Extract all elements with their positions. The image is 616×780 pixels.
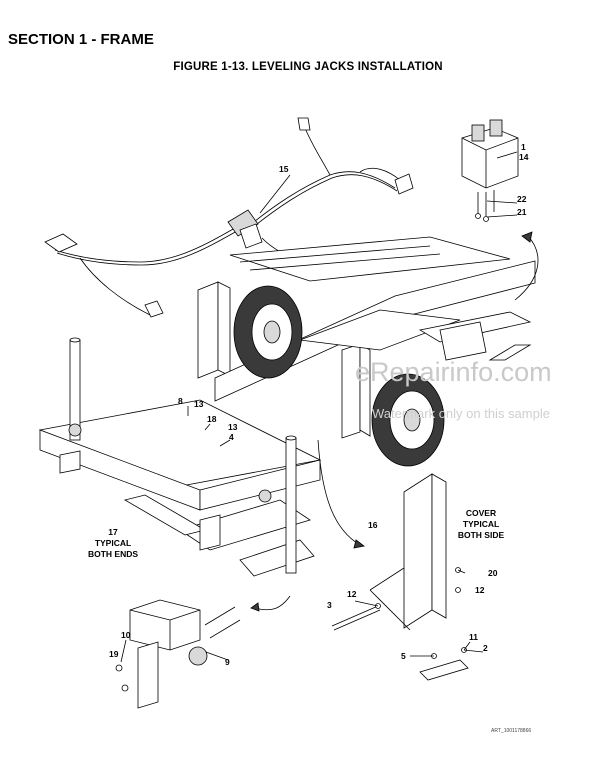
watermark-notice: Watermark only on this sample [372, 406, 550, 421]
callout-3: 3 [327, 600, 332, 610]
bracket-hardware [331, 567, 469, 681]
callout-17: 17 [108, 527, 118, 537]
frame-assembly [197, 236, 536, 439]
callout-2: 2 [483, 643, 488, 653]
section-title: SECTION 1 - FRAME [8, 31, 154, 48]
callout-22: 22 [517, 194, 527, 204]
callout-15: 15 [279, 164, 289, 174]
jack-cylinder-detail [115, 599, 241, 709]
callout-cover-line2: TYPICAL [463, 519, 499, 529]
callout-17-line2: BOTH ENDS [88, 549, 138, 559]
valve-block [461, 119, 519, 222]
callout-20: 20 [488, 568, 498, 578]
callout-cover-line1: COVER [466, 508, 496, 518]
leader-lines [120, 151, 518, 663]
figure-title: FIGURE 1-13. LEVELING JACKS INSTALLATION [173, 61, 443, 73]
callout-12b: 12 [347, 589, 357, 599]
callout-4: 4 [229, 432, 234, 442]
callout-18: 18 [207, 414, 217, 424]
callout-10: 10 [121, 630, 131, 640]
callout-19: 19 [109, 649, 119, 659]
callout-17-line1: TYPICAL [95, 538, 131, 548]
callout-cover-line3: BOTH SIDE [458, 530, 505, 540]
callout-14: 14 [519, 152, 529, 162]
wheels [233, 285, 445, 467]
callout-1: 1 [521, 142, 526, 152]
cover-panel [369, 473, 447, 631]
callout-9: 9 [225, 657, 230, 667]
callout-16: 16 [368, 520, 378, 530]
callout-13a: 13 [194, 399, 204, 409]
callout-8: 8 [178, 396, 183, 406]
callout-12a: 12 [475, 585, 485, 595]
motion-arrows [250, 231, 539, 612]
callout-11: 11 [469, 632, 478, 642]
jack-beam [38, 337, 322, 577]
callout-5: 5 [401, 651, 406, 661]
callout-13b: 13 [228, 422, 238, 432]
art-reference: ART_1001178866 [491, 728, 531, 734]
callout-21: 21 [517, 207, 527, 217]
watermark-brand: eRepairinfo.com [355, 357, 552, 387]
